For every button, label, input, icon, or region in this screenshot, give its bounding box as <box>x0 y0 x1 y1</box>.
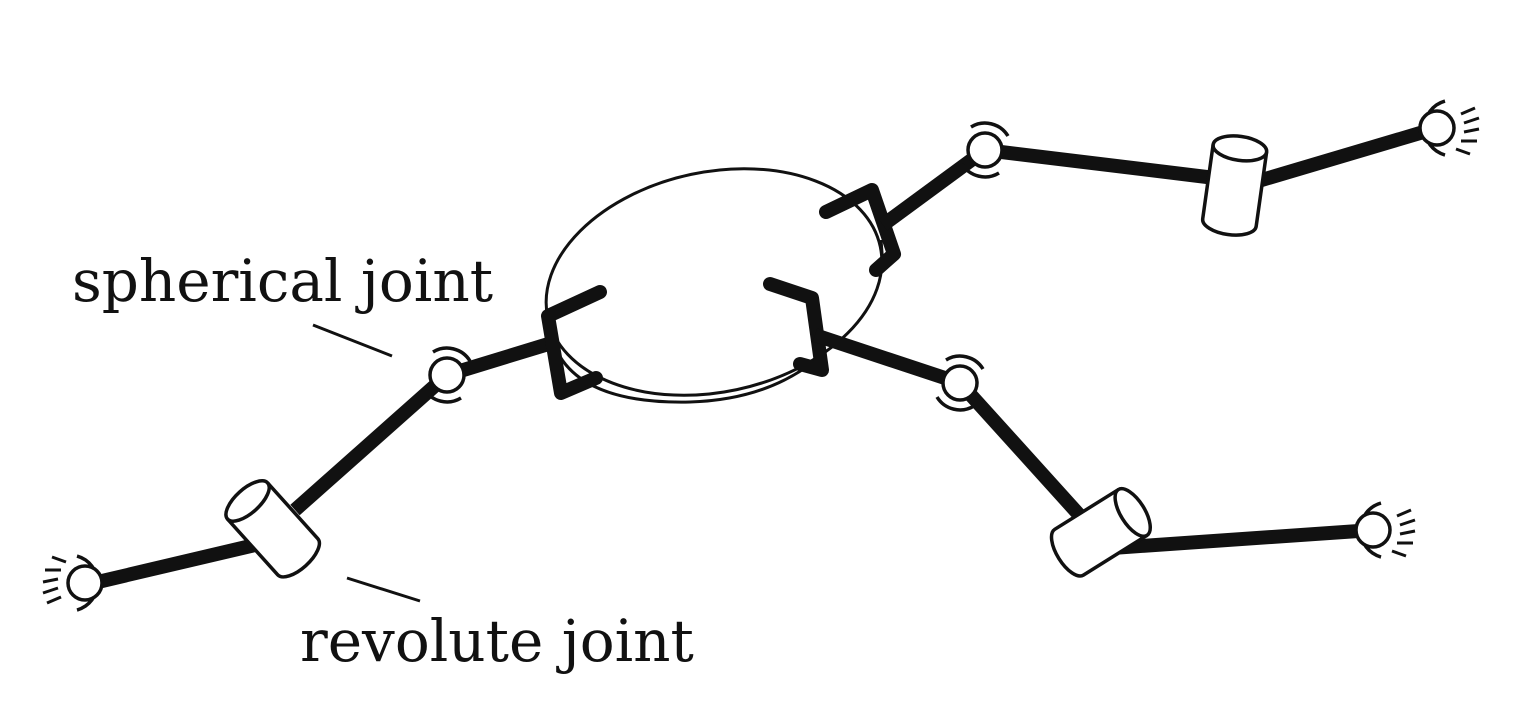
revolute-joint-label: revolute joint <box>300 607 694 675</box>
revolute-joint-leader <box>346 576 421 603</box>
leg-bottom-right <box>763 277 1417 584</box>
spherical-joint-leader <box>312 323 393 358</box>
leg-top-right <box>819 99 1481 277</box>
moving-platform <box>544 167 885 404</box>
revolute-joint-icon <box>1199 130 1271 241</box>
ground-joint-icon <box>41 554 104 612</box>
ground-joint-icon <box>1354 501 1417 559</box>
ground-joint-icon <box>1418 99 1481 157</box>
leg-left <box>41 285 607 612</box>
spherical-joint-label: spherical joint <box>72 247 494 315</box>
